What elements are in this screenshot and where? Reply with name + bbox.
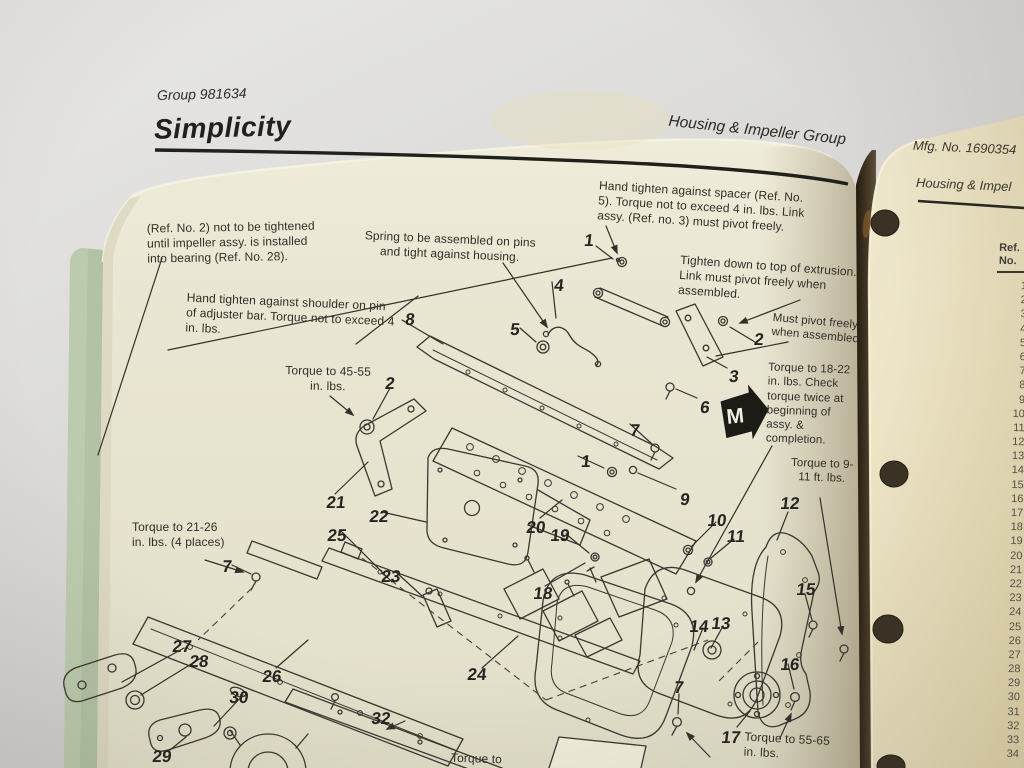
ref-number: 16 bbox=[1011, 492, 1024, 506]
ref-number: 8 bbox=[1019, 379, 1024, 392]
part-number-label: 15 bbox=[795, 580, 817, 599]
part-number-label: 25 bbox=[326, 526, 348, 545]
group-number: Group 981634 bbox=[156, 84, 247, 104]
alignment-dashes bbox=[197, 557, 759, 701]
ref-number: 3 bbox=[1020, 308, 1024, 321]
right-page bbox=[868, 116, 1024, 768]
right-page-rule bbox=[917, 199, 1024, 210]
note-torque-bottom: Torque to bbox=[450, 750, 503, 767]
ref-header-underline bbox=[997, 271, 1024, 273]
left-page bbox=[97, 139, 862, 768]
part-number-label: 10 bbox=[706, 511, 728, 530]
ref-number: 19 bbox=[1010, 535, 1023, 548]
ref-number: 28 bbox=[1008, 663, 1021, 676]
part-number-label: 12 bbox=[779, 494, 801, 513]
part-number-label: 20 bbox=[525, 518, 547, 537]
ref-number: 17 bbox=[1010, 507, 1024, 520]
note-torque-9-11: Torque to 9-11 ft. lbs. bbox=[790, 456, 854, 486]
stain bbox=[862, 210, 872, 238]
part-number-label: 21 bbox=[325, 493, 347, 512]
exploded-diagram bbox=[63, 256, 849, 768]
note-torque-45-55: Torque to 45-55 in. lbs. bbox=[285, 363, 372, 394]
ref-number: 21 bbox=[1009, 563, 1023, 576]
part-number-label: 23 bbox=[380, 567, 402, 586]
part-number-label: 11 bbox=[725, 527, 747, 546]
leader-lines bbox=[97, 225, 845, 758]
part-number-label: 19 bbox=[549, 526, 571, 545]
binder-holes bbox=[870, 209, 909, 768]
ref-number: 11 bbox=[1013, 421, 1024, 435]
m-marker-letter: M bbox=[725, 404, 745, 429]
ref-number: 18 bbox=[1010, 521, 1023, 534]
ref-number: 34 bbox=[1006, 748, 1020, 761]
part-number-label: 24 bbox=[466, 665, 488, 684]
ref-number: 27 bbox=[1008, 648, 1021, 662]
ref-number: 29 bbox=[1007, 677, 1021, 690]
brand-logo: Simplicity bbox=[153, 110, 292, 145]
part-number-label: 22 bbox=[368, 507, 390, 526]
part-number-label: 28 bbox=[188, 652, 210, 671]
note-ref2: (Ref. No. 2) not to be tightened until i… bbox=[146, 218, 315, 266]
part-number-label: 32 bbox=[370, 709, 392, 728]
ref-number: 2 bbox=[1020, 294, 1024, 307]
ref-header-line1: Ref. bbox=[999, 241, 1021, 255]
ref-number: 12 bbox=[1012, 436, 1024, 449]
part-number-label: 16 bbox=[779, 655, 801, 674]
part-number-label: 29 bbox=[151, 747, 173, 766]
ref-number: 30 bbox=[1007, 691, 1021, 704]
part-number-label: 18 bbox=[532, 584, 554, 603]
ref-number: 5 bbox=[1019, 336, 1024, 350]
m-direction-marker: M bbox=[720, 384, 769, 440]
ref-number: 23 bbox=[1009, 592, 1022, 605]
ref-no-column-header: Ref. No. bbox=[999, 242, 1020, 268]
ref-number: 24 bbox=[1009, 606, 1022, 619]
ref-number: 14 bbox=[1011, 464, 1024, 477]
note-torque-21-26: Torque to 21-26 in. lbs. (4 places) bbox=[132, 520, 225, 549]
note-torque-55-65: Torque to 55-65 in. lbs. bbox=[743, 729, 831, 761]
ref-number: 22 bbox=[1009, 577, 1023, 591]
part-number-label: 26 bbox=[261, 667, 283, 686]
ref-number: 4 bbox=[1020, 322, 1024, 335]
note-shoulder: Hand tighten against shoulder on pin of … bbox=[185, 290, 395, 336]
ref-number: 20 bbox=[1010, 549, 1023, 562]
ref-number: 26 bbox=[1008, 634, 1022, 647]
ref-number: 15 bbox=[1011, 478, 1024, 491]
part-number-label: 30 bbox=[228, 688, 250, 707]
note-torque-18-22: Torque to 18-22 in. lbs. Check torque tw… bbox=[765, 361, 851, 447]
part-number-label: 17 bbox=[720, 728, 742, 747]
ref-number: 25 bbox=[1008, 620, 1022, 633]
ref-number: 10 bbox=[1012, 407, 1024, 420]
ref-number: 33 bbox=[1006, 733, 1020, 747]
ref-number: 9 bbox=[1018, 393, 1024, 406]
ref-number: 32 bbox=[1007, 719, 1020, 733]
ref-number: 1 bbox=[1020, 280, 1024, 293]
part-number-label: 13 bbox=[710, 614, 732, 633]
ref-number: 31 bbox=[1007, 705, 1020, 718]
ref-number: 7 bbox=[1019, 365, 1024, 378]
header-rule bbox=[154, 148, 849, 186]
ref-number: 13 bbox=[1011, 450, 1024, 463]
part-number-label: 14 bbox=[688, 617, 710, 636]
ref-number: 6 bbox=[1019, 351, 1024, 364]
ref-header-line2: No. bbox=[998, 254, 1017, 268]
